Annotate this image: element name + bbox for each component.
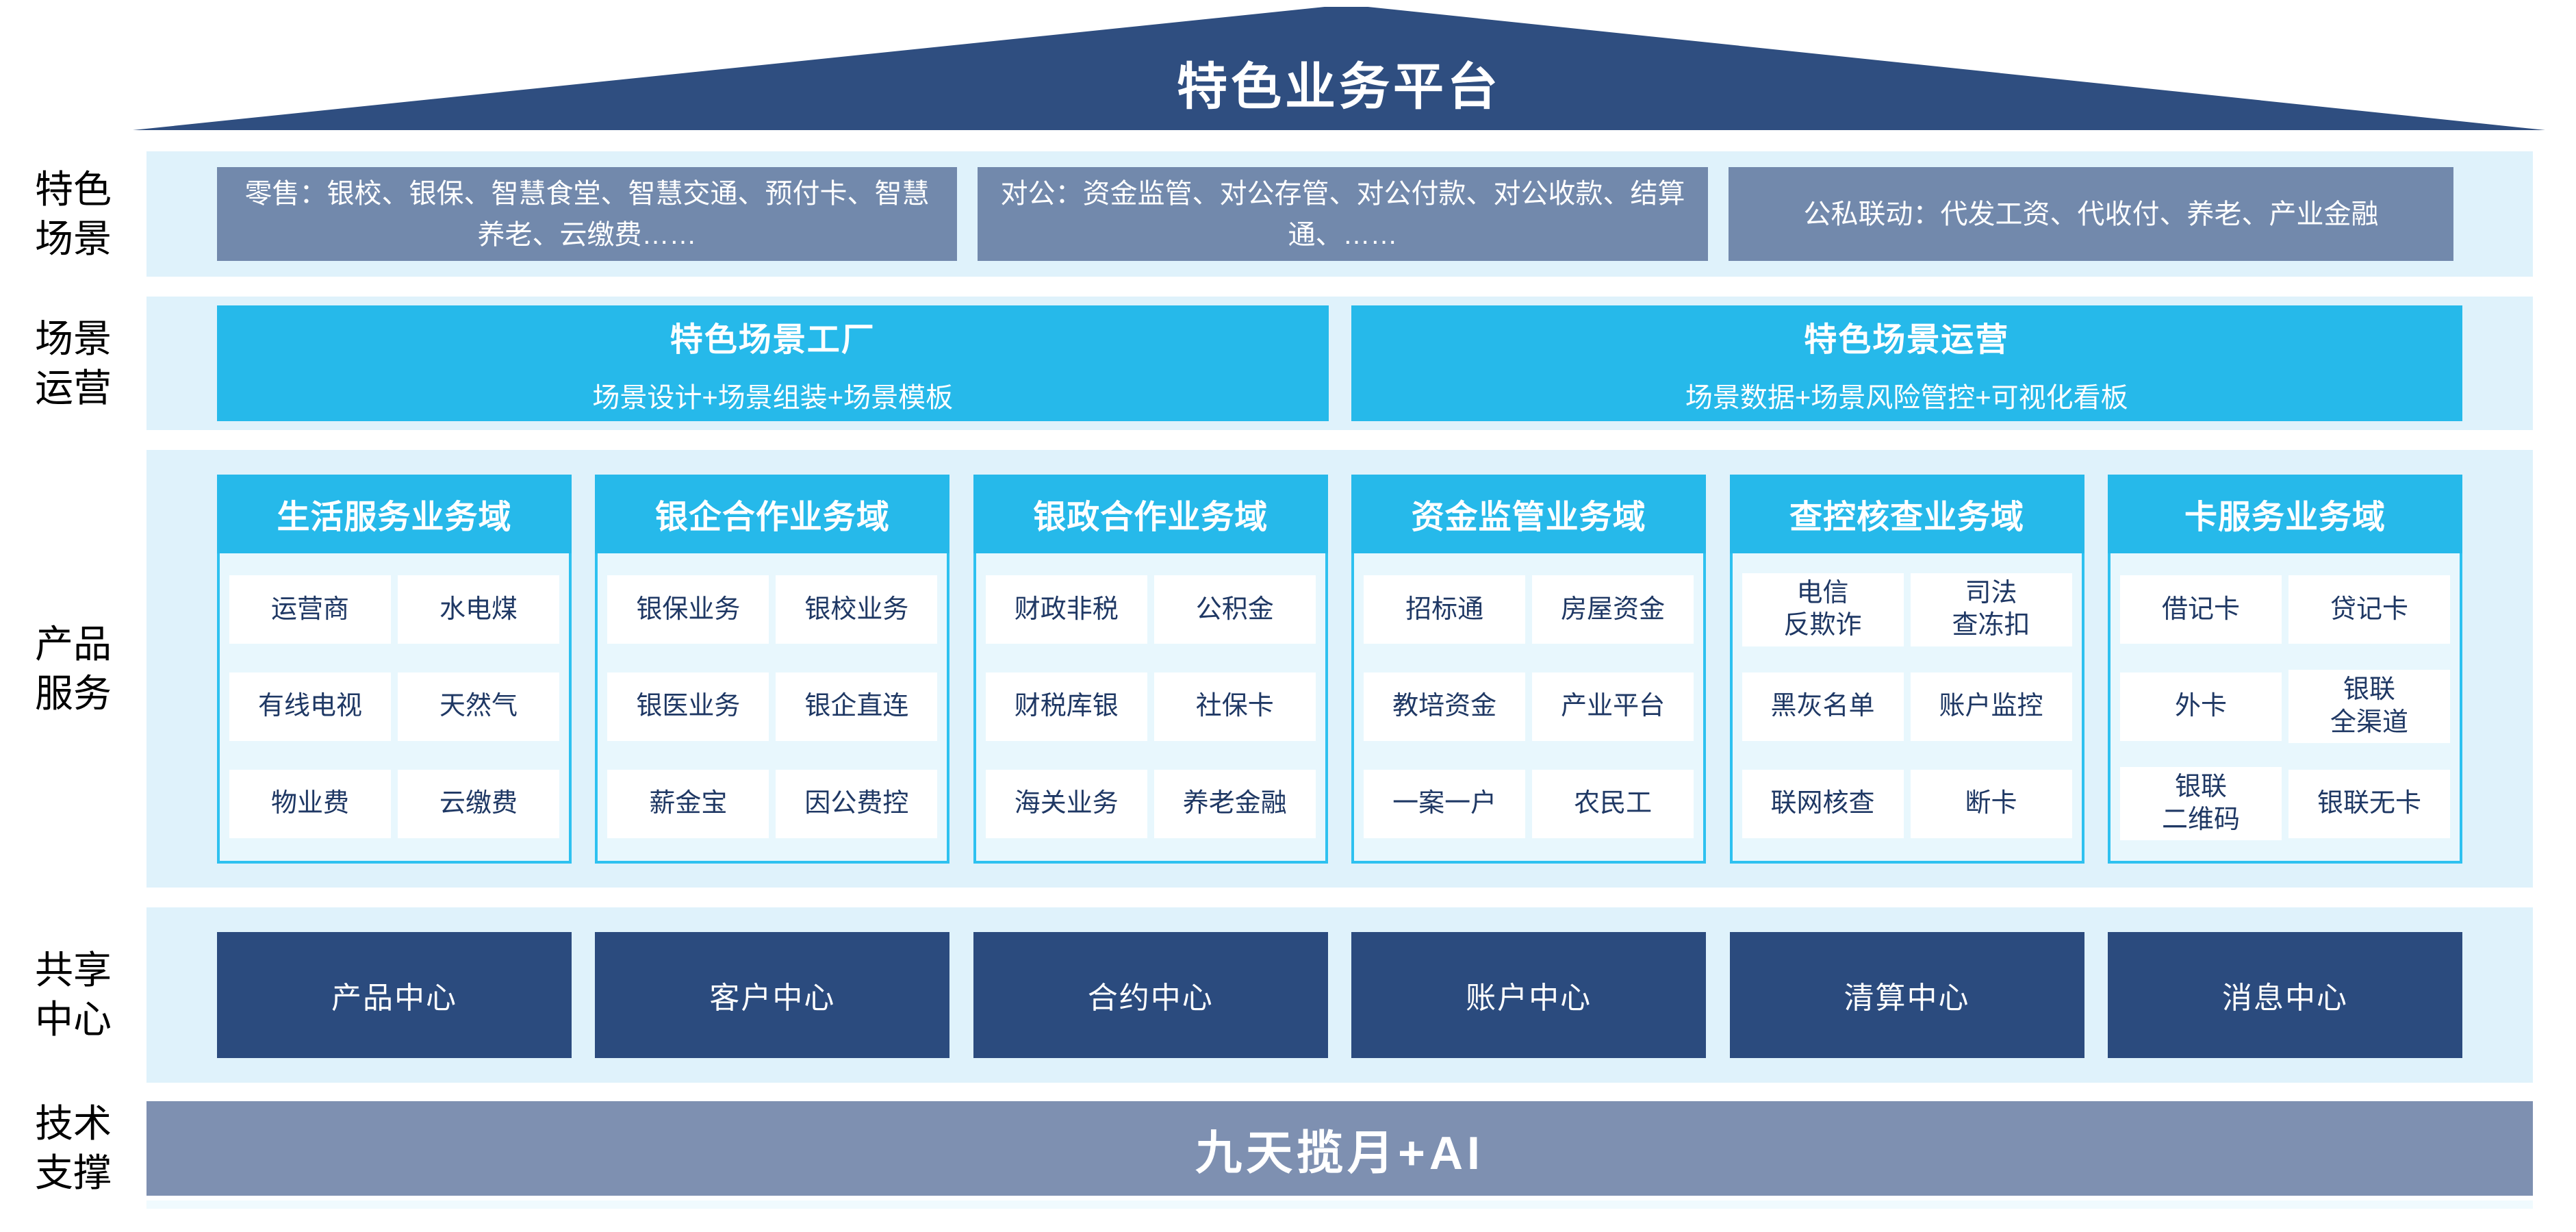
domain-item: 银企直连	[776, 672, 938, 741]
domain-item: 招标通	[1364, 575, 1526, 644]
row-label-product: 产品服务	[0, 450, 146, 888]
scene-box-corporate: 对公：资金监管、对公存管、对公付款、对公收款、结算通、……	[978, 167, 1708, 261]
row-label-product-line2: 服务	[35, 671, 112, 715]
platform-roof: 特色业务平台	[133, 7, 2545, 130]
domain-item: 产业平台	[1532, 672, 1694, 741]
center-product: 产品中心	[217, 932, 572, 1058]
domain-item: 银医业务	[607, 672, 769, 741]
domain-bank-government: 银政合作业务域 财政非税 公积金 财税库银 社保卡 海关业务 养老金融	[973, 474, 1328, 864]
domain-item: 银联 全渠道	[2288, 670, 2450, 744]
domain-item: 公积金	[1153, 575, 1316, 644]
domain-header: 银政合作业务域	[973, 474, 1328, 553]
domain-card-service: 卡服务业务域 借记卡 贷记卡 外卡 银联 全渠道 银联 二维码 银联无卡	[2107, 474, 2462, 864]
domain-body: 电信 反欺诈 司法 查冻扣 黑灰名单 账户监控 联网核查 断卡	[1729, 553, 2084, 864]
row-label-scene: 特色场景	[0, 151, 146, 277]
domain-item: 因公费控	[776, 769, 938, 838]
domain-item: 物业费	[229, 769, 391, 838]
domain-item: 农民工	[1532, 769, 1694, 838]
domain-header: 资金监管业务域	[1351, 474, 1707, 553]
domain-item: 薪金宝	[607, 769, 769, 838]
center-contract: 合约中心	[973, 932, 1328, 1058]
domain-item: 贷记卡	[2288, 575, 2450, 644]
domain-item: 外卡	[2119, 672, 2282, 741]
row-label-product-line1: 产品	[35, 622, 112, 666]
domain-item: 水电煤	[398, 575, 559, 644]
domain-fund-supervision: 资金监管业务域 招标通 房屋资金 教培资金 产业平台 一案一户 农民工	[1351, 474, 1707, 864]
shared-center-row: 产品中心 客户中心 合约中心 账户中心 清算中心 消息中心	[146, 907, 2533, 1083]
domain-item: 借记卡	[2119, 575, 2282, 644]
domain-item: 云缴费	[398, 769, 559, 838]
domain-item: 教培资金	[1364, 672, 1526, 741]
domain-item: 一案一户	[1364, 769, 1526, 838]
row-label-shared: 共享中心	[0, 907, 146, 1083]
domain-item: 天然气	[398, 672, 559, 741]
domain-body: 财政非税 公积金 财税库银 社保卡 海关业务 养老金融	[973, 553, 1328, 864]
row-label-shared-line1: 共享	[35, 948, 112, 992]
platform-title: 特色业务平台	[1177, 58, 1501, 115]
domain-item: 银联 二维码	[2119, 767, 2282, 841]
row-label-shared-line2: 中心	[35, 998, 112, 1041]
scene-box-retail: 零售：银校、银保、智慧食堂、智慧交通、预付卡、智慧养老、云缴费……	[217, 167, 957, 261]
product-row: 生活服务业务域 运营商 水电煤 有线电视 天然气 物业费 云缴费 银企合作业务域…	[146, 450, 2533, 888]
domain-body: 招标通 房屋资金 教培资金 产业平台 一案一户 农民工	[1351, 553, 1707, 864]
center-account: 账户中心	[1351, 932, 1707, 1058]
scene-factory-title: 特色场景工厂	[669, 321, 876, 358]
operation-row: 特色场景工厂 场景设计+场景组装+场景模板 特色场景运营 场景数据+场景风险管控…	[146, 297, 2533, 430]
domain-life-service: 生活服务业务域 运营商 水电煤 有线电视 天然气 物业费 云缴费	[217, 474, 572, 864]
row-label-operation-line1: 场景	[35, 316, 112, 360]
domain-item: 断卡	[1910, 769, 2072, 838]
domain-item: 财税库银	[985, 672, 1147, 741]
domain-item: 有线电视	[229, 672, 391, 741]
domain-item: 银校业务	[776, 575, 938, 644]
domain-item: 账户监控	[1910, 672, 2072, 741]
domain-header: 生活服务业务域	[217, 474, 572, 553]
domain-item: 海关业务	[985, 769, 1147, 838]
row-label-tech: 技术支撑	[0, 1101, 146, 1196]
domain-item: 养老金融	[1153, 769, 1316, 838]
domain-item: 银联无卡	[2288, 769, 2450, 838]
tech-support-bar: 九天揽月+AI	[146, 1101, 2533, 1196]
domain-item: 黑灰名单	[1742, 672, 1904, 741]
scene-operation-title: 特色场景运营	[1804, 321, 2010, 358]
domain-item: 银保业务	[607, 575, 769, 644]
domain-item: 电信 反欺诈	[1742, 573, 1904, 646]
center-clearing: 清算中心	[1729, 932, 2084, 1058]
domain-item: 联网核查	[1742, 769, 1904, 838]
center-message: 消息中心	[2107, 932, 2462, 1058]
bottom-edge-strip	[146, 1200, 2533, 1209]
row-label-scene-line1: 特色	[35, 167, 112, 211]
row-label-operation: 场景运营	[0, 297, 146, 430]
domain-item: 司法 查冻扣	[1910, 573, 2072, 646]
scene-row: 零售：银校、银保、智慧食堂、智慧交通、预付卡、智慧养老、云缴费…… 对公：资金监…	[146, 151, 2533, 277]
row-label-operation-line2: 运营	[35, 366, 112, 410]
scene-factory-subtitle: 场景设计+场景组装+场景模板	[592, 382, 954, 413]
row-label-tech-line2: 支撑	[35, 1151, 112, 1194]
domain-bank-enterprise: 银企合作业务域 银保业务 银校业务 银医业务 银企直连 薪金宝 因公费控	[595, 474, 950, 864]
scene-factory-box: 特色场景工厂 场景设计+场景组装+场景模板	[217, 305, 1329, 421]
domain-header: 查控核查业务域	[1729, 474, 2084, 553]
domain-body: 借记卡 贷记卡 外卡 银联 全渠道 银联 二维码 银联无卡	[2107, 553, 2462, 864]
domain-body: 运营商 水电煤 有线电视 天然气 物业费 云缴费	[217, 553, 572, 864]
domain-item: 房屋资金	[1532, 575, 1694, 644]
row-label-tech-line1: 技术	[35, 1102, 112, 1146]
domain-item: 财政非税	[985, 575, 1147, 644]
center-customer: 客户中心	[595, 932, 950, 1058]
scene-operation-subtitle: 场景数据+场景风险管控+可视化看板	[1685, 382, 2128, 413]
scene-box-linkage: 公私联动：代发工资、代收付、养老、产业金融	[1729, 167, 2453, 261]
row-label-scene-line2: 场景	[35, 216, 112, 260]
domain-header: 银企合作业务域	[595, 474, 950, 553]
domain-inspection-verification: 查控核查业务域 电信 反欺诈 司法 查冻扣 黑灰名单 账户监控 联网核查 断卡	[1729, 474, 2084, 864]
domain-header: 卡服务业务域	[2107, 474, 2462, 553]
domain-item: 社保卡	[1153, 672, 1316, 741]
domain-body: 银保业务 银校业务 银医业务 银企直连 薪金宝 因公费控	[595, 553, 950, 864]
scene-operation-box: 特色场景运营 场景数据+场景风险管控+可视化看板	[1351, 305, 2462, 421]
domain-item: 运营商	[229, 575, 391, 644]
